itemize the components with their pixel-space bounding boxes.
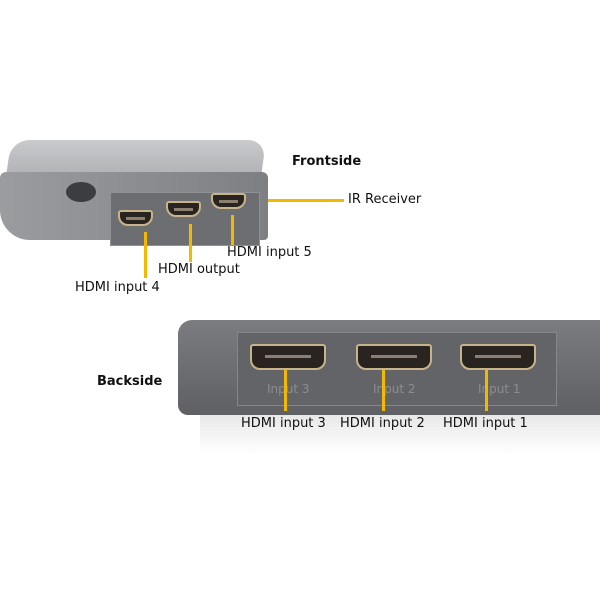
callout-line-output <box>189 224 192 262</box>
backside-heading: Backside <box>97 374 163 389</box>
callout-line-ir <box>268 199 344 202</box>
hdmi-port-input5 <box>211 193 246 209</box>
select-button <box>66 182 96 202</box>
back-reflection <box>200 415 600 455</box>
hdmi-port-input4 <box>118 210 153 226</box>
callout-line-input4 <box>144 232 147 278</box>
hdmi-port-input3 <box>250 344 326 370</box>
port-label-input1: Input 1 <box>478 382 521 396</box>
callout-line-input5 <box>231 215 234 245</box>
label-hdmi-input-4: HDMI input 4 <box>75 280 160 295</box>
hdmi-port-input1 <box>460 344 536 370</box>
frontside-heading: Frontside <box>292 154 362 169</box>
label-hdmi-input-5: HDMI input 5 <box>227 245 312 260</box>
label-hdmi-input-2: HDMI input 2 <box>340 416 425 431</box>
label-ir-receiver: IR Receiver <box>348 192 422 207</box>
callout-line-input2 <box>382 369 385 411</box>
callout-line-input3 <box>284 369 287 411</box>
port-label-input3: Input 3 <box>267 382 310 396</box>
port-label-input2: Input 2 <box>373 382 416 396</box>
label-hdmi-output: HDMI output <box>158 262 240 277</box>
hdmi-port-input2 <box>356 344 432 370</box>
label-hdmi-input-3: HDMI input 3 <box>241 416 326 431</box>
hdmi-port-output <box>166 201 201 217</box>
label-hdmi-input-1: HDMI input 1 <box>443 416 528 431</box>
callout-line-input1 <box>485 369 488 411</box>
